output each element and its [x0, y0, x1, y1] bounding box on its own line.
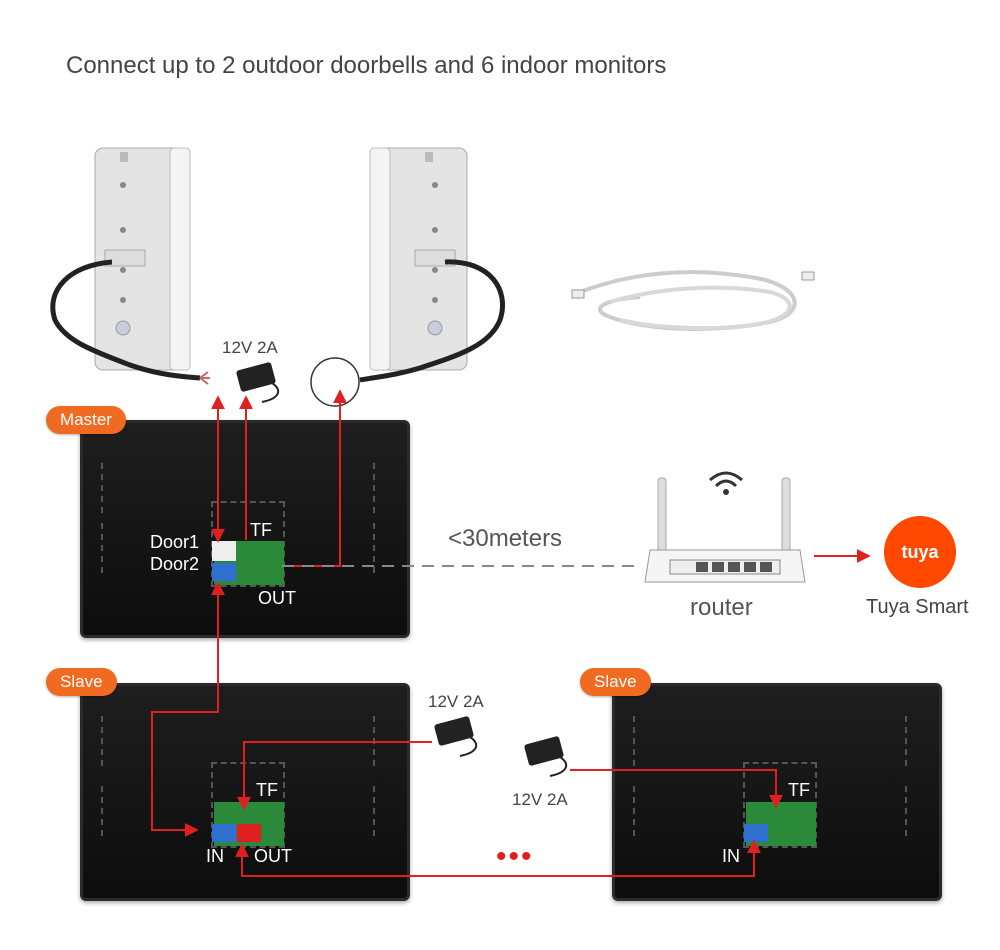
door2-label: Door2 — [150, 554, 199, 575]
router-label: router — [690, 594, 753, 622]
slave-right-badge: Slave — [580, 668, 651, 696]
power-adapter-icon — [232, 358, 292, 408]
page-title: Connect up to 2 outdoor doorbells and 6 … — [66, 52, 666, 80]
tuya-label: Tuya Smart — [866, 596, 969, 619]
slave-left-badge: Slave — [46, 668, 117, 696]
wifi-icon — [706, 468, 746, 498]
master-badge: Master — [46, 406, 126, 434]
power-label: 12V 2A — [222, 338, 278, 358]
slave-right-monitor — [612, 683, 942, 901]
slave-left-tf-label: TF — [256, 780, 278, 801]
master-monitor — [80, 420, 410, 638]
power-label: 12V 2A — [512, 790, 568, 810]
power-adapter-icon — [430, 712, 490, 762]
more-monitors-indicator: ••• — [496, 840, 534, 874]
slave-left-in-label: IN — [206, 846, 224, 867]
slave-right-in-label: IN — [722, 846, 740, 867]
doorbells-illustration — [40, 140, 560, 410]
doorbell-icon — [53, 148, 210, 384]
slave-left-monitor — [80, 683, 410, 901]
master-tf-label: TF — [250, 520, 272, 541]
cable-icon — [570, 262, 820, 342]
tuya-logo-text: tuya — [901, 542, 938, 563]
power-adapter-icon — [520, 732, 580, 782]
tuya-logo: tuya — [884, 516, 956, 588]
doorbell-icon — [311, 148, 503, 406]
power-label: 12V 2A — [428, 692, 484, 712]
door1-label: Door1 — [150, 532, 199, 553]
distance-label: <30meters — [448, 525, 562, 553]
slave-left-out-label: OUT — [254, 846, 292, 867]
master-out-label: OUT — [258, 588, 296, 609]
slave-right-tf-label: TF — [788, 780, 810, 801]
